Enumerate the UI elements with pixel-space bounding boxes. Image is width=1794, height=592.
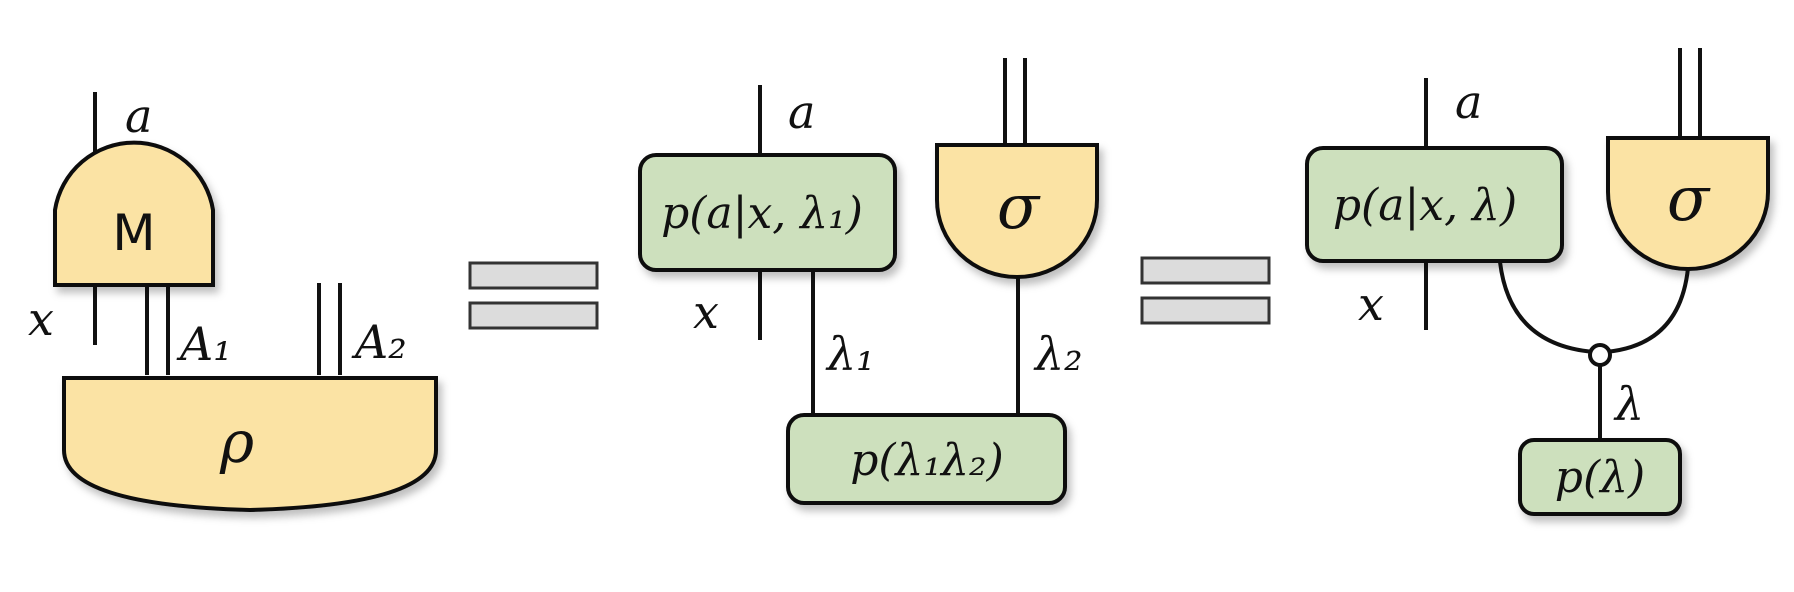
equals-bar-top: [468, 261, 599, 290]
label-a-3: a: [1455, 75, 1482, 129]
copy-node: [1588, 343, 1612, 367]
state-rho-box: [62, 376, 438, 513]
label-a-2: a: [788, 85, 815, 139]
state-sigma-label-3: σ: [1667, 162, 1711, 235]
wire-lambda-right-branch: [1605, 267, 1690, 354]
equals-bar-top-2: [1140, 256, 1271, 285]
box-p-lambda: [1518, 438, 1682, 516]
box-p-lambda1-lambda2: [786, 413, 1067, 505]
label-x-1: x: [28, 292, 54, 346]
panel-3-local-model: p(a|x, λ) σ p(λ) a x λ: [1305, 48, 1770, 516]
box-p-a-x-lambda1: [638, 153, 897, 272]
wire-lambda-left-branch: [1498, 261, 1595, 354]
equals-bar-bottom-2: [1140, 296, 1271, 325]
label-p-a-x-lambda1: p(a|x, λ₁): [661, 188, 863, 239]
state-sigma-box-3: [1606, 136, 1770, 271]
equals-sign-1: [468, 261, 599, 330]
state-sigma-box-2: [935, 143, 1099, 279]
panel-2-bilocal-model: p(a|x, λ₁) σ p(λ₁λ₂) a x λ₁ λ₂: [638, 58, 1099, 505]
state-rho-label: ρ: [219, 408, 254, 476]
label-p-a-x-lambda: p(a|x, λ): [1333, 180, 1517, 231]
measurement-M-label: M: [112, 204, 155, 262]
label-lambda1: λ₁: [825, 327, 875, 381]
label-p-lambda1-lambda2: p(λ₁λ₂): [850, 435, 1004, 486]
equals-sign-2: [1140, 256, 1271, 325]
label-x-2: x: [693, 285, 719, 339]
panel-1-quantum-measurement: M ρ a x A₁ A₂: [28, 89, 438, 513]
measurement-M-box: [53, 140, 215, 287]
box-p-a-x-lambda: [1305, 146, 1564, 263]
label-A1: A₁: [176, 317, 232, 371]
label-lambda2: λ₂: [1033, 327, 1083, 381]
label-lambda: λ: [1613, 377, 1644, 431]
equals-bar-bottom: [468, 301, 599, 330]
state-sigma-label-2: σ: [997, 170, 1041, 243]
label-p-lambda: p(λ): [1555, 452, 1645, 503]
label-A2: A₂: [351, 315, 407, 369]
label-a-1: a: [125, 89, 152, 143]
label-x-3: x: [1358, 277, 1384, 331]
